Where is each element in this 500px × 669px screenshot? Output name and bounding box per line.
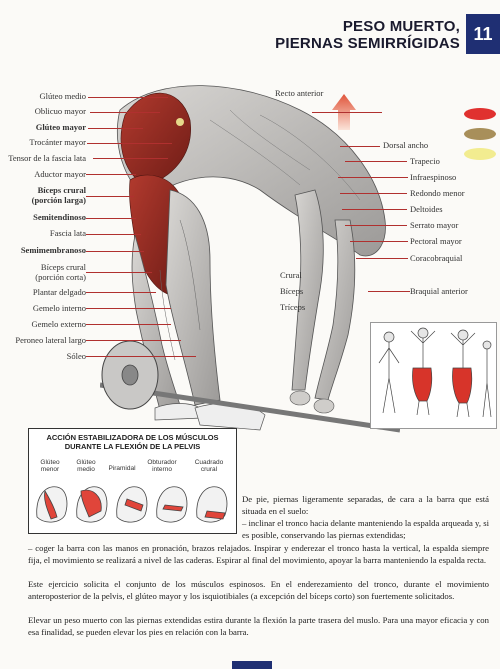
label-trapecio: Trapecio [410,156,440,166]
instruction-paragraph-3: – coger la barra con las manos en pronac… [28,543,489,565]
label-biceps-crural-larga: (porción larga) [31,195,86,205]
pelvis-stabilization-box: ACCIÓN ESTABILIZADORA DE LOS MÚSCULOS DU… [28,428,237,534]
label-biceps-crural-corta-2: (porción corta) [35,272,86,282]
label-tensor-fascia-lata: Tensor de la fascia lata [8,153,86,163]
label-coracobraquial: Coracobraquial [410,253,463,263]
label-biceps: Bíceps [280,286,304,296]
label-semitendinoso: Semitendinoso [33,212,86,222]
label-biceps-crural-corta-1: Bíceps crural [40,262,86,272]
label-plantar-delgado: Plantar delgado [32,287,86,297]
label-dorsal-ancho: Dorsal ancho [383,140,429,150]
label-braquial-anterior: Braquial anterior [410,286,468,296]
label-oblicuo-mayor: Oblicuo mayor [34,106,86,116]
label-peroneo-lateral-largo: Peroneo lateral largo [15,335,86,345]
movement-sequence-figures [370,322,497,429]
description-paragraph-1: Este ejercicio solicita el conjunto de l… [28,579,489,601]
instruction-paragraph-1: De pie, piernas ligeramente separadas, d… [242,494,489,516]
label-biceps-crural: Bíceps crural [37,185,86,195]
label-gluteo-medio: Glúteo medio [39,91,86,101]
label-crural: Crural [280,270,302,280]
label-trocanter-mayor: Trocánter mayor [29,137,86,147]
page-title: PESO MUERTO, PIERNAS SEMIRRÍGIDAS [275,18,460,52]
label-soleo: Sóleo [66,351,86,361]
label-semimembranoso: Semimembranoso [20,245,86,255]
color-legend [464,108,496,160]
label-gluteo-mayor: Glúteo mayor [35,122,86,132]
page-number-tab [232,661,272,669]
label-fascia-lata: Fascia lata [49,228,86,238]
title-line-1: PESO MUERTO, [342,18,460,35]
label-pectoral-mayor: Pectoral mayor [410,236,462,246]
instruction-paragraph-2: – inclinar el tronco hacia delante mante… [242,518,489,540]
label-gemelo-interno: Gemelo interno [32,303,86,313]
legend-dot-brown [464,128,496,140]
legend-dot-yellow [464,148,496,160]
pelvis-box-title: ACCIÓN ESTABILIZADORA DE LOS MÚSCULOS DU… [46,433,219,451]
label-infraespinoso: Infraespinoso [410,172,457,182]
label-triceps: Tríceps [280,302,306,312]
description-paragraph-2: Elevar un peso muerto con las piernas ex… [28,615,489,637]
label-recto-anterior: Recto anterior [275,88,324,98]
label-gemelo-externo: Gemelo externo [31,319,86,329]
deadlift-muscle-illustration [100,85,400,433]
label-redondo-menor: Redondo menor [410,188,465,198]
label-serrato-mayor: Serrato mayor [410,220,459,230]
pelvis-label-piramidal: Piramidal [108,465,136,472]
chapter-number-badge: 11 [466,14,500,54]
legend-dot-red [464,108,496,120]
title-line-2: PIERNAS SEMIRRÍGIDAS [275,35,460,52]
label-deltoides: Deltoides [410,204,443,214]
label-aductor-mayor: Aductor mayor [34,169,86,179]
pelvis-diagrams [36,486,228,523]
